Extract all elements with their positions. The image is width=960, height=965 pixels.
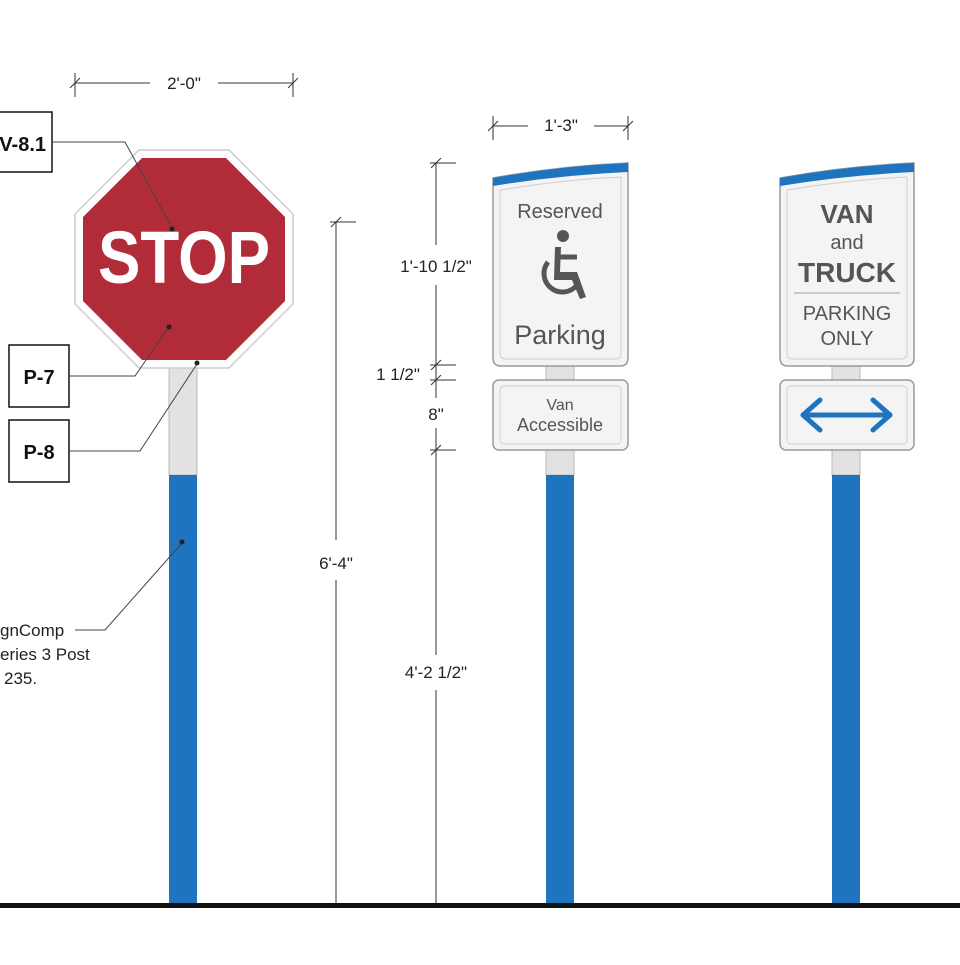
total-height-label: 6'-4" — [319, 554, 353, 573]
stop-sign-assembly: STOP — [74, 149, 294, 905]
reserved-sign-assembly: Reserved Parking Van Accessible — [492, 162, 629, 905]
post-note-line1: gnComp — [0, 621, 64, 640]
van-accessible-plaque — [492, 379, 629, 451]
callout-v81: V-8.1 — [0, 111, 175, 232]
callout-p7-label: P-7 — [23, 367, 54, 389]
van-truck-sign-assembly: VAN and TRUCK PARKING ONLY — [779, 162, 915, 905]
stop-post-upper-galvanized — [168, 359, 198, 476]
reserved-bottom-text: Parking — [514, 320, 606, 350]
total-height-dimension — [330, 216, 356, 905]
vertical-stack-dimensions — [430, 157, 456, 905]
van-post — [832, 475, 860, 905]
reserved-post-upper — [545, 449, 575, 476]
reserved-post-gap — [545, 364, 575, 381]
van-line5: ONLY — [821, 328, 874, 350]
van-line1: VAN — [821, 199, 874, 229]
gap-label: 1 1/2" — [376, 365, 420, 384]
stop-width-dimension — [69, 73, 299, 97]
ground-line — [0, 903, 960, 908]
van-panel-blue-cap — [780, 163, 914, 186]
van-line2: and — [830, 232, 863, 254]
van-line4: PARKING — [803, 303, 892, 325]
post-note-line2: eries 3 Post — [0, 645, 90, 664]
reserved-top-text: Reserved — [517, 201, 603, 223]
callout-post-note: gnComp eries 3 Post 235. — [0, 539, 185, 688]
double-arrow-icon — [800, 397, 893, 433]
post-note-line3: 235. — [4, 669, 37, 688]
plaque-line2: Accessible — [517, 415, 603, 435]
van-post-gap — [831, 364, 861, 381]
ground-clearance-label: 4'-2 1/2" — [405, 663, 467, 682]
van-post-upper — [831, 449, 861, 476]
plaque-height-label: 8" — [428, 405, 444, 424]
sign-width-label: 1'-3" — [544, 116, 578, 135]
wheelchair-icon — [541, 230, 586, 299]
stop-sign-octagon — [83, 158, 285, 360]
panel-height-label: 1'-10 1/2" — [400, 257, 472, 276]
callout-p8-label: P-8 — [23, 442, 54, 464]
callout-p8: P-8 — [8, 360, 200, 483]
reserved-panel-blue-cap — [493, 163, 628, 186]
stop-post — [169, 475, 197, 905]
sign-width-dimension — [487, 116, 634, 140]
stop-width-label: 2'-0" — [167, 74, 201, 93]
callout-v81-label: V-8.1 — [0, 134, 46, 156]
plaque-line1: Van — [546, 397, 573, 414]
reserved-post — [546, 475, 574, 905]
callout-p7: P-7 — [8, 324, 172, 408]
van-line3: TRUCK — [798, 257, 896, 288]
stop-sign-text: STOP — [98, 216, 270, 299]
